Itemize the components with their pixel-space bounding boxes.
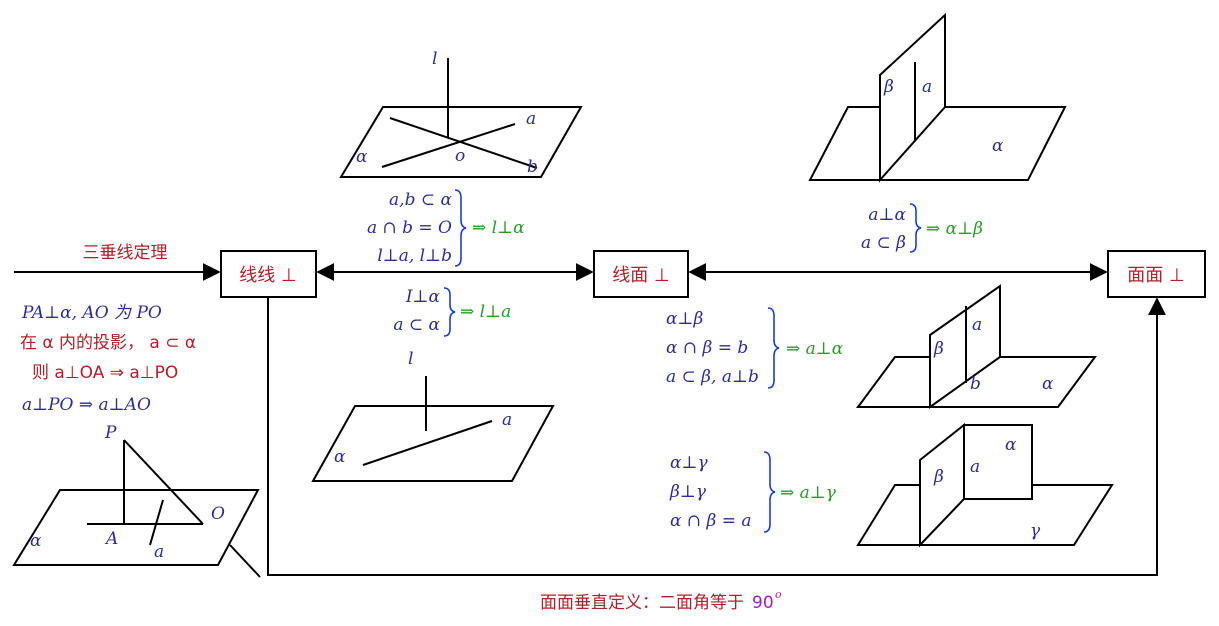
cond-pp-lp1-line-3: a ⊂ β, a⊥b	[666, 367, 759, 387]
fig-pp-mid-b: b	[970, 374, 981, 394]
fig-pp-bot-a: a	[970, 457, 980, 477]
fig-pp-bot-alpha: α	[1005, 435, 1017, 455]
label-three-perp-theorem: 三垂线定理	[83, 243, 168, 263]
fig-pp-top: β a α	[808, 12, 1067, 183]
cond-ll-lp-line-3: l⊥a, l⊥b	[377, 246, 452, 266]
fig-pp-bot: β a α γ	[856, 422, 1114, 548]
cond-lp-ll-result: ⇒ l⊥a	[460, 302, 511, 322]
cond-ll-lp-result: ⇒ l⊥α	[472, 218, 525, 238]
fig-pp-mid-a: a	[972, 315, 982, 335]
cond-pp-lp2-line-2: β⊥γ	[669, 482, 707, 502]
fig-tri-a: a	[154, 542, 164, 562]
cond-lp-to-ll: I⊥α a ⊂ α ⇒ l⊥a	[393, 287, 511, 337]
left-text-1: PA⊥α, AO 为 PO	[21, 303, 162, 323]
fig-tri-alpha: α	[30, 531, 42, 551]
fig-ll-a: a	[526, 109, 536, 129]
cond-ll-lp-line-2: a ∩ b = O	[367, 218, 452, 238]
fig-line-plane: l a α	[311, 349, 555, 482]
left-text: PA⊥α, AO 为 PO 在 α 内的投影， a ⊂ α 则 a⊥OA ⇒ a…	[20, 303, 196, 415]
cond-lp-ll-line-2: a ⊂ α	[393, 315, 440, 335]
fig-pp-top-alpha: α	[992, 136, 1004, 156]
fig-pp-top-beta: β	[883, 77, 894, 97]
caption-text: 面面垂直定义：二面角等于	[540, 593, 744, 613]
fig-ll-l: l	[432, 49, 437, 69]
fig-ll-b: b	[527, 157, 538, 177]
cond-lp-pp-result: ⇒ α⊥β	[926, 219, 983, 239]
fig-pp-bot-beta: β	[933, 467, 944, 487]
box-line-line: 线线 ⊥	[220, 250, 317, 298]
fig-pp-mid-beta: β	[933, 339, 944, 359]
box-line-plane-label: 线面 ⊥	[612, 265, 669, 286]
fig-lp-a: a	[502, 410, 512, 430]
cond-lp-ll-line-1: I⊥α	[405, 287, 441, 307]
cond-lp-pp-line-2: a ⊂ β	[861, 233, 906, 253]
cond-pp-lp1-line-1: α⊥β	[666, 309, 703, 329]
cond-pp-lp1-result: ⇒ a⊥α	[786, 339, 844, 359]
left-text-2: 在 α 内的投影， a ⊂ α	[20, 333, 196, 353]
caption-value: 90	[752, 593, 774, 613]
fig-lp-l: l	[408, 349, 413, 369]
caption-sup: o	[775, 588, 782, 601]
fig-ll-alpha: α	[356, 147, 368, 167]
left-text-4: a⊥PO ⇒ a⊥AO	[22, 395, 151, 415]
arrow-definition-loop	[267, 297, 1166, 576]
fig-three-perp: P A O a α	[12, 423, 261, 578]
cond-pp-lp2-line-1: α⊥γ	[670, 453, 708, 473]
box-line-plane: 线面 ⊥	[593, 250, 689, 298]
cond-pp-to-lp-1: α⊥β α ∩ β = b a ⊂ β, a⊥b ⇒ a⊥α	[666, 307, 844, 389]
cond-ll-to-lp: a,b ⊂ α a ∩ b = O l⊥a, l⊥b ⇒ l⊥α	[367, 189, 525, 267]
bottom-caption: 面面垂直定义：二面角等于 90 o	[540, 588, 782, 613]
cond-ll-lp-line-1: a,b ⊂ α	[389, 190, 452, 210]
fig-tri-O: O	[211, 504, 225, 524]
cond-pp-lp1-line-2: α ∩ β = b	[666, 338, 748, 358]
fig-pp-top-a: a	[922, 77, 932, 97]
fig-tri-P: P	[104, 423, 117, 443]
fig-lp-alpha: α	[334, 447, 346, 467]
fig-pp-mid-alpha: α	[1042, 374, 1054, 394]
cond-pp-lp2-line-3: α ∩ β = a	[670, 511, 752, 531]
fig-pp-bot-gamma: γ	[1030, 521, 1041, 541]
box-plane-plane-label: 面面 ⊥	[1127, 265, 1184, 286]
fig-ll-o: o	[455, 146, 465, 166]
cond-lp-pp-line-1: a⊥α	[868, 205, 906, 225]
fig-tri-A: A	[104, 529, 118, 549]
cond-pp-to-lp-2: α⊥γ β⊥γ α ∩ β = a ⇒ a⊥γ	[669, 451, 837, 533]
fig-line-line: l a b o α	[339, 49, 583, 178]
cond-lp-to-pp: a⊥α a ⊂ β ⇒ α⊥β	[861, 203, 983, 253]
left-text-3: 则 a⊥OA ⇒ a⊥PO	[32, 363, 178, 383]
box-plane-plane: 面面 ⊥	[1107, 250, 1206, 298]
box-line-line-label: 线线 ⊥	[239, 265, 296, 286]
fig-pp-mid: β a b α	[856, 284, 1097, 409]
cond-pp-lp2-result: ⇒ a⊥γ	[780, 483, 837, 503]
